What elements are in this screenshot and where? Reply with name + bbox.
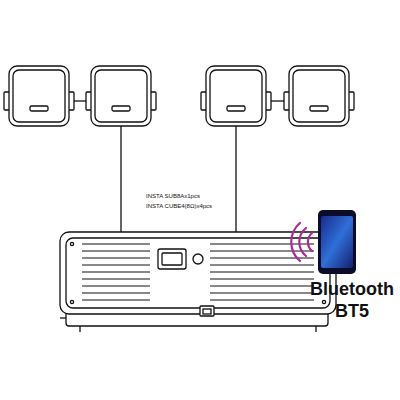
vent-slat bbox=[82, 279, 150, 280]
cube-speaker bbox=[284, 66, 354, 126]
vent-slat bbox=[210, 265, 314, 266]
vent-slat bbox=[82, 258, 150, 259]
smartphone-icon bbox=[291, 210, 356, 274]
vent-slat bbox=[82, 286, 150, 287]
vent-slat bbox=[82, 251, 150, 252]
bluetooth-label: Bluetooth bbox=[310, 280, 394, 300]
speaker-link bbox=[74, 100, 86, 101]
cube-speaker bbox=[201, 66, 271, 126]
vent-slat bbox=[210, 293, 314, 294]
model-quantity: INSTA SUB8Ax1pcs bbox=[146, 193, 200, 200]
vent-slat bbox=[210, 272, 314, 273]
vent-slat bbox=[210, 286, 314, 287]
vent-slat bbox=[210, 279, 314, 280]
subwoofer-amplifier bbox=[60, 232, 336, 332]
vent-slat bbox=[82, 244, 150, 245]
cube-speaker bbox=[86, 66, 156, 126]
vent-slat bbox=[82, 265, 150, 266]
vent-slat bbox=[82, 293, 150, 294]
vent-slat bbox=[82, 300, 150, 301]
vent-slat bbox=[210, 300, 314, 301]
speaker-cable bbox=[235, 126, 236, 232]
vent-slat bbox=[82, 272, 150, 273]
bluetooth-version: BT5 bbox=[335, 302, 369, 322]
vent-slat bbox=[210, 251, 314, 252]
speaker-cable bbox=[120, 126, 121, 232]
model-quantity: INSTA CUBE4(8Ω)x4pcs bbox=[146, 203, 212, 210]
speaker-link bbox=[271, 100, 284, 101]
cube-speaker bbox=[4, 66, 74, 126]
